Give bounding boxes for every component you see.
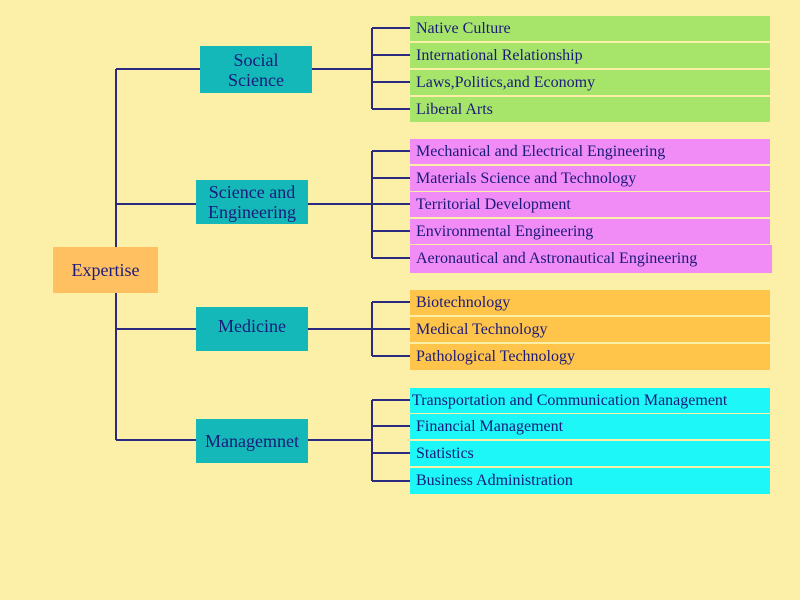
category-label-line: Science — [228, 69, 284, 90]
leaf-medical-technology: Medical Technology — [410, 317, 770, 342]
root-node: Expertise — [53, 247, 158, 293]
leaf-mechanical-electrical: Mechanical and Electrical Engineering — [410, 139, 770, 164]
leaf-label: Biotechnology — [416, 293, 511, 311]
root-label: Expertise — [71, 260, 140, 280]
leaf-label: Transportation and Communication Managem… — [412, 391, 728, 409]
leaf-business-administration: Business Administration — [410, 468, 770, 494]
leaf-pathological-technology: Pathological Technology — [410, 344, 770, 370]
leaf-label: Business Administration — [416, 472, 573, 489]
leaf-international-relationship: International Relationship — [410, 43, 770, 68]
leaf-label: Materials Science and Technology — [416, 169, 637, 187]
leaf-label: Territorial Development — [416, 195, 571, 213]
category-label-line: Managemnet — [205, 431, 299, 451]
leaf-financial-management: Financial Management — [410, 414, 770, 439]
category-label-line: Social — [233, 49, 279, 70]
leaf-label: Financial Management — [416, 417, 564, 435]
leaf-transportation-communication: Transportation and Communication Managem… — [410, 388, 770, 413]
leaf-environmental-engineering: Environmental Engineering — [410, 219, 770, 244]
leaf-label: International Relationship — [416, 46, 583, 64]
leaf-label: Native Culture — [416, 19, 511, 37]
leaf-laws-politics-economy: Laws,Politics,and Economy — [410, 70, 770, 95]
category-label-line: Science and — [208, 182, 296, 202]
leaf-aeronautical-astronautical: Aeronautical and Astronautical Engineeri… — [410, 245, 772, 273]
category-medicine: Medicine — [196, 307, 308, 351]
category-label-line: Engineering — [208, 202, 296, 222]
leaf-label: Laws,Politics,and Economy — [416, 73, 596, 91]
leaf-label: Mechanical and Electrical Engineering — [416, 142, 666, 160]
category-science-engineering: Science and Engineering — [196, 180, 308, 224]
leaf-biotechnology: Biotechnology — [410, 290, 770, 315]
leaf-materials-science: Materials Science and Technology — [410, 166, 770, 191]
leaf-label: Statistics — [416, 444, 474, 462]
category-social-science: Social Science — [200, 46, 312, 93]
leaf-label: Aeronautical and Astronautical Engineeri… — [416, 250, 698, 267]
leaf-native-culture: Native Culture — [410, 16, 770, 41]
leaf-label: Pathological Technology — [416, 348, 575, 365]
leaf-statistics: Statistics — [410, 441, 770, 466]
leaf-territorial-development: Territorial Development — [410, 192, 770, 217]
leaf-label: Medical Technology — [416, 320, 548, 338]
leaf-label: Environmental Engineering — [416, 222, 594, 240]
category-label-line: Medicine — [218, 316, 286, 336]
leaf-liberal-arts: Liberal Arts — [410, 97, 770, 122]
category-management: Managemnet — [196, 419, 308, 463]
leaf-label: Liberal Arts — [416, 100, 493, 118]
